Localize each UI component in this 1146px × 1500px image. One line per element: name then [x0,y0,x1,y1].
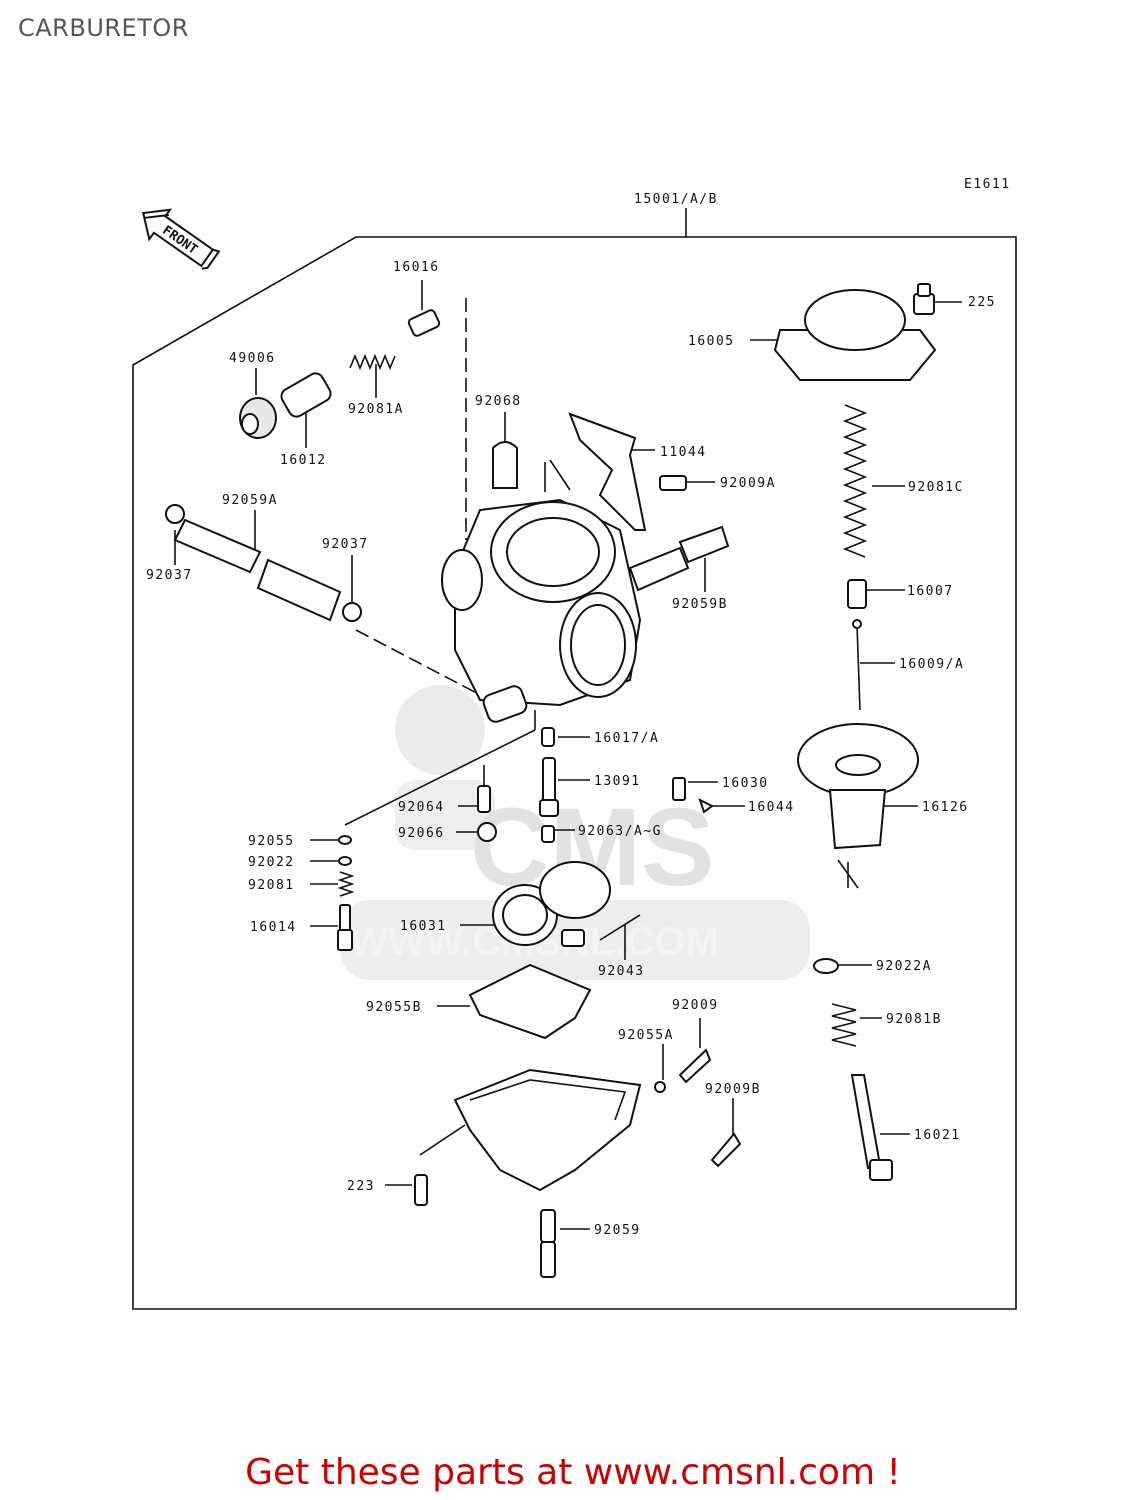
part-92055A-washer [654,1081,666,1093]
part-16005-cap [773,289,937,381]
part-16021-screw [850,1074,893,1181]
part-92037-clips [165,504,362,622]
label-92009: 92009 [672,998,719,1013]
part-16009A-needle [852,619,862,711]
part-92043-pin [599,914,641,941]
assembly-frame [132,236,1017,1310]
page-title: CARBURETOR [18,14,189,42]
footer-cta-link[interactable]: Get these parts at www.cmsnl.com ! [245,1452,901,1493]
label-92043: 92043 [598,964,645,979]
part-223-screw [414,1174,428,1206]
part-16031-drawing [492,861,611,947]
float-bowl-drawing [453,1068,642,1192]
label-92068: 92068 [475,394,522,409]
front-arrow: FRONT [142,208,221,270]
label-92066: 92066 [398,826,445,841]
part-92059A-tube [173,518,342,622]
label-49006: 49006 [229,351,276,366]
part-92055B-gasket [468,963,592,1040]
part-16017A-drawing [541,727,555,747]
leader-lines [174,280,962,1230]
part-16126-slide [797,723,919,850]
label-92081: 92081 [248,878,295,893]
label-92059B: 92059B [672,597,728,612]
label-16007: 16007 [907,584,954,599]
label-16014: 16014 [250,920,297,935]
part-92055-washer [338,835,352,845]
label-16044: 16044 [748,800,795,815]
label-16021: 16021 [914,1128,961,1143]
label-92081B: 92081B [886,1012,942,1027]
part-92009A-drawing [659,475,687,491]
part-16030-drawing [672,777,686,801]
part-16007-holder [847,579,867,609]
label-92022: 92022 [248,855,295,870]
part-92063AG-drawing [541,825,555,843]
label-92009B: 92009B [705,1082,761,1097]
part-92068-drawing [492,441,518,489]
part-92081C-spring [842,404,868,558]
diagram-code: E1611 [964,177,1011,192]
label-92081C: 92081C [908,480,964,495]
part-92059B-tube [628,525,730,592]
part-92081-spring [337,871,355,897]
label-13091: 13091 [594,774,641,789]
label-16126: 16126 [922,800,969,815]
part-92022-washer [338,856,352,866]
label-16030: 16030 [722,776,769,791]
label-92064: 92064 [398,800,445,815]
part-92009-screw [678,1048,712,1084]
part-225-screw [913,283,935,315]
part-92064-drawing [477,785,491,813]
label-11044: 11044 [660,445,707,460]
label-92059: 92059 [594,1223,641,1238]
part-49006-drawing [239,397,277,439]
label-92022A: 92022A [876,959,932,974]
label-92009A: 92009A [720,476,776,491]
part-92022A-washer [813,958,839,974]
part-16016-drawing [407,309,441,337]
part-92009B-screw [710,1132,742,1168]
label-92037-right: 92037 [322,537,369,552]
part-labels: 16016 49006 92081A 16012 92068 11044 920… [146,260,996,1238]
label-16031: 16031 [400,919,447,934]
carburetor-body-drawing [441,498,642,723]
part-92081A-spring [349,353,396,371]
label-92059A: 92059A [222,493,278,508]
label-225: 225 [968,295,996,310]
label-16005: 16005 [688,334,735,349]
label-92055: 92055 [248,834,295,849]
part-13091-drawing [539,757,559,817]
label-92037-left: 92037 [146,568,193,583]
label-223: 223 [347,1179,375,1194]
label-16017A: 16017/A [594,731,659,746]
label-16012: 16012 [280,453,327,468]
part-92066-drawing [477,822,497,842]
part-16012-drawing [280,372,332,418]
part-92059-tube [540,1209,556,1278]
part-16044-drawing [698,798,714,814]
label-16016: 16016 [393,260,440,275]
label-92055B: 92055B [366,1000,422,1015]
part-16014-screw [337,904,353,951]
label-92055A: 92055A [618,1028,674,1043]
part-11044-drawing [568,412,647,531]
part-92081B-spring [831,1003,857,1047]
label-15001: 15001/A/B [634,192,718,207]
label-92081A: 92081A [348,402,404,417]
label-92063AG: 92063/A~G [578,824,662,839]
label-16009A: 16009/A [899,657,964,672]
